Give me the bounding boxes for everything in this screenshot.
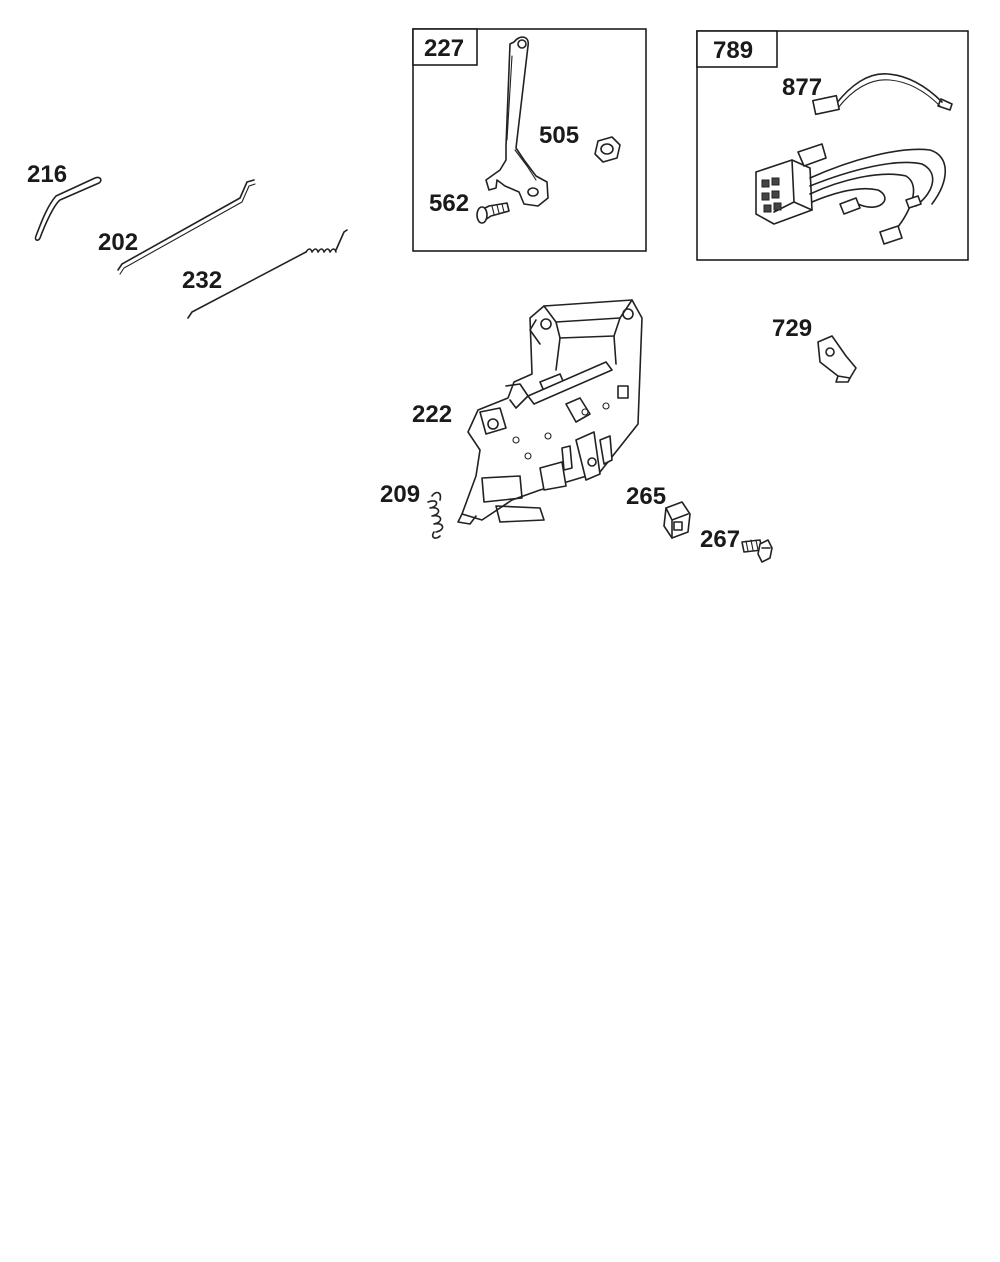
part-222-control-plate: 222: [412, 299, 643, 525]
callout-877: 877: [782, 74, 822, 101]
kit-box-789: 789 877: [696, 30, 969, 261]
kit-box-227: 227 505 562: [412, 28, 647, 252]
part-232-spring-link: 232: [182, 229, 348, 319]
callout-202: 202: [98, 229, 138, 256]
callout-209: 209: [380, 481, 420, 508]
callout-267: 267: [700, 526, 740, 553]
callout-216: 216: [27, 161, 67, 188]
callout-562: 562: [429, 190, 469, 217]
callout-227: 227: [424, 35, 464, 62]
part-265-clip: 265: [626, 483, 691, 539]
part-267-screw: 267: [700, 526, 773, 563]
callout-222: 222: [412, 401, 452, 428]
callout-232: 232: [182, 267, 222, 294]
kit-box-789-tab: [696, 30, 778, 68]
callout-265: 265: [626, 483, 666, 510]
callout-789: 789: [713, 37, 753, 64]
callout-729: 729: [772, 315, 812, 342]
part-216-link: 216: [27, 161, 102, 241]
kit-box-789-frame: [696, 30, 969, 261]
part-209-spring: 209: [380, 481, 444, 539]
part-729-bracket: 729: [772, 315, 857, 383]
callout-505: 505: [539, 122, 579, 149]
kit-box-227-tab: [412, 28, 478, 66]
part-202-rod: 202: [98, 179, 256, 275]
